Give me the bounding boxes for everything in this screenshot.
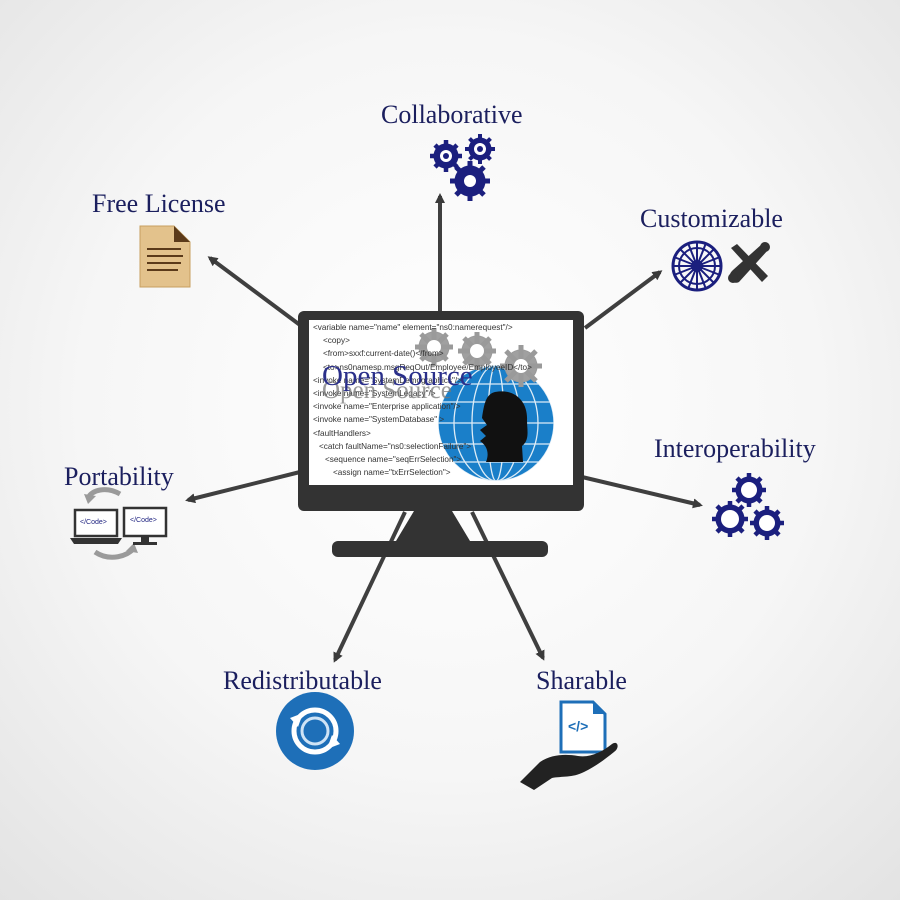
screen-title: Open Source — [322, 360, 473, 392]
code-line: <faultHandlers> — [313, 428, 371, 438]
arrow-free-license — [207, 256, 302, 327]
code-line: <invoke name="SystemDemographics"/> — [313, 375, 462, 385]
code-line: <invoke name="SystemDatabase" > — [313, 415, 445, 425]
label-interoperability: Interoperability — [654, 434, 816, 463]
shared-document-icon — [559, 700, 607, 754]
laptop-code-tag: </Code> — [80, 519, 107, 526]
code-line: <catch faultName="ns0:selectionFailure"> — [319, 441, 472, 451]
hand-icon — [520, 742, 618, 790]
screen-title-shadow: Open Source — [322, 377, 452, 404]
code-line: <variable name="name" element="ns0:namer… — [313, 323, 513, 332]
interoperability-gears-icon — [712, 473, 784, 540]
code-line: <to>ns0namesp.msgReqOut/Employee/Employe… — [323, 362, 532, 372]
customizable-gear-icon — [671, 240, 723, 292]
arrow-redistributable — [333, 511, 407, 663]
arrows — [185, 193, 703, 663]
label-redistributable: Redistributable — [223, 666, 382, 695]
head-silhouette-icon — [480, 391, 528, 462]
label-collaborative: Collaborative — [381, 100, 523, 129]
collaborative-gears-icon — [430, 134, 495, 201]
arrow-sharable — [470, 511, 545, 661]
tools-icon — [728, 242, 770, 283]
globe-icon — [437, 364, 555, 482]
code-line: <invoke name="SystemLegacy"/> — [313, 389, 436, 398]
license-document-icon — [139, 225, 191, 288]
label-portability: Portability — [64, 462, 174, 491]
share-code-tag: </> — [568, 718, 589, 734]
monitor-code-tag: </Code> — [130, 517, 157, 524]
code-line: <from>sxxf:current-date()</from> — [323, 349, 444, 359]
code-line: <sequence name="seqErrSelection"> — [325, 455, 462, 464]
code-line: <copy> — [323, 336, 350, 346]
arrow-portability — [185, 470, 301, 504]
label-customizable: Customizable — [640, 204, 783, 233]
label-sharable: Sharable — [536, 666, 627, 695]
redistribute-icon — [276, 692, 354, 770]
screen-gears-icon — [415, 328, 542, 387]
arrow-customizable — [583, 270, 663, 330]
code-line: <invoke name="Enterprise application"/> — [313, 402, 461, 412]
arrow-interoperability — [581, 475, 703, 509]
code-line: <assign name="txErrSelection"> — [333, 468, 451, 478]
label-free-license: Free License — [92, 189, 226, 218]
portability-devices-icon — [70, 487, 168, 560]
